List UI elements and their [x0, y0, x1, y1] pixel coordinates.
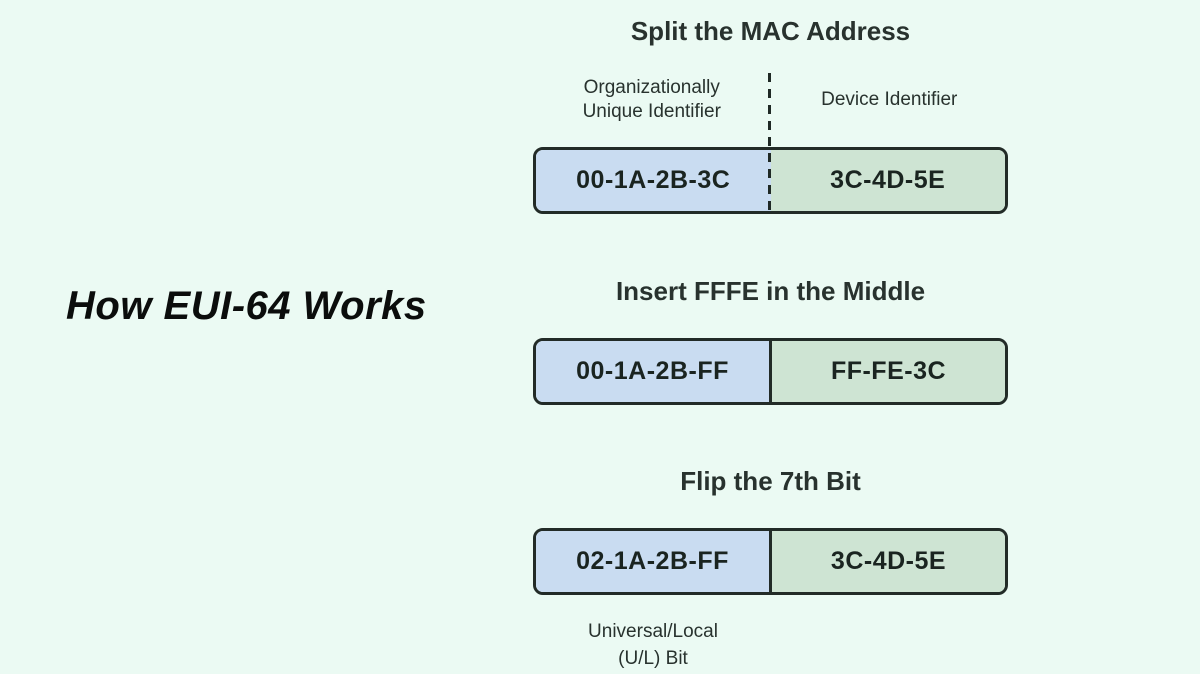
oui-ff-segment-value: 00-1A-2B-FF [536, 341, 772, 402]
fffe-inserted-box: 00-1A-2B-FF FF-FE-3C [533, 338, 1008, 405]
step3-title: Flip the 7th Bit [680, 466, 861, 496]
step1-title: Split the MAC Address [630, 16, 911, 46]
flipped-bit-box: 02-1A-2B-FF 3C-4D-5E [533, 528, 1008, 595]
fffe-segment-value: FF-FE-3C [772, 341, 1005, 402]
flipped-oui-segment-value: 02-1A-2B-FF [536, 531, 772, 592]
ul-bit-label: Universal/Local (U/L) Bit [588, 621, 718, 669]
device-identifier-label: Device Identifier [821, 89, 958, 110]
device-segment-value: 3C-4D-5E [770, 150, 1005, 211]
step2-title: Insert FFFE in the Middle [615, 276, 926, 306]
device-segment-value-final: 3C-4D-5E [772, 531, 1005, 592]
page-title: How EUI-64 Works [66, 284, 427, 328]
split-dashed-line [768, 73, 771, 213]
oui-segment-value: 00-1A-2B-3C [536, 150, 771, 211]
